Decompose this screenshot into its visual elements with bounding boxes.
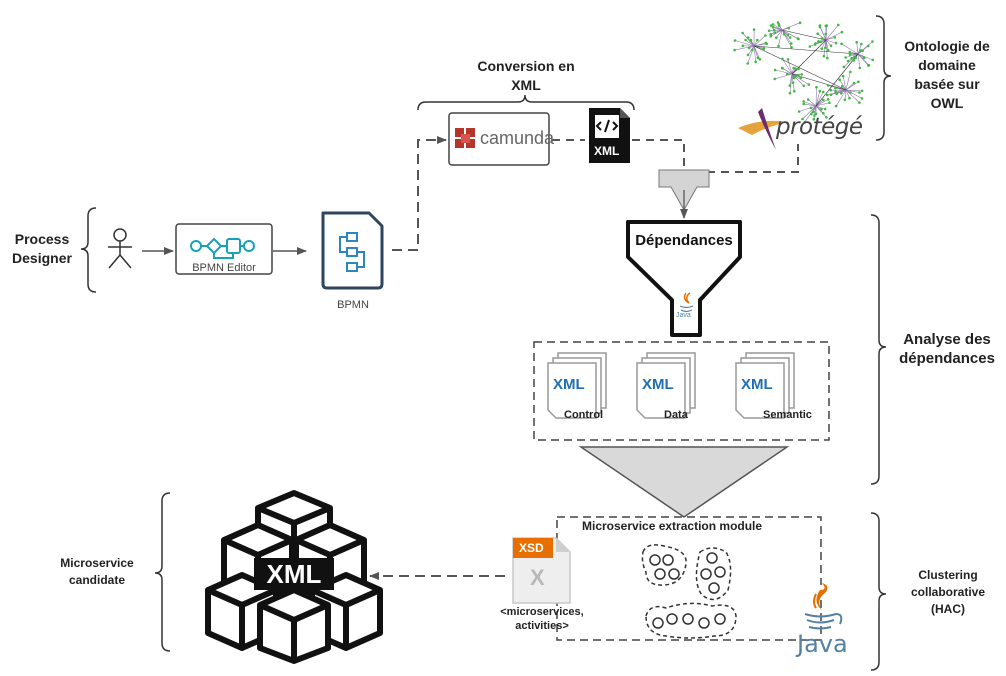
java-large-label: Java — [797, 630, 848, 658]
xml-file-label: XML — [594, 144, 620, 158]
xml-doc-control-badge: XML — [553, 376, 585, 393]
microservice-candidate-label: Microservice candidate — [60, 556, 134, 587]
ontology-label: Ontologie de domaine basée sur OWL — [904, 38, 990, 111]
camunda-logo-icon — [455, 128, 475, 148]
bpmn-label: BPMN — [337, 299, 369, 311]
xsd-x-label: X — [530, 565, 545, 590]
java-large-icon — [804, 583, 843, 630]
protege-ontology-image — [720, 8, 874, 150]
arrow-protege-funnel — [700, 143, 799, 173]
arrow-xml-funnel — [632, 139, 685, 170]
xsd-file-icon — [512, 537, 571, 604]
conversion-label: Conversion en XML — [477, 58, 575, 93]
process-designer-label: Process Designer — [12, 231, 72, 266]
xsd-caption: <microservices, activities> — [500, 606, 584, 632]
xml-candidate-badge — [254, 558, 334, 590]
brace-process-designer — [80, 207, 97, 293]
brace-conversion — [417, 94, 635, 111]
xsd-label: XSD — [519, 541, 544, 555]
xml-doc-control-icon — [547, 352, 607, 419]
bpmn-editor-box — [175, 223, 273, 275]
xml-doc-control-label: Control — [564, 409, 604, 421]
xml-doc-semantic-badge: XML — [741, 376, 773, 393]
dependances-funnel — [626, 220, 742, 337]
arrow-bpmn-camunda — [392, 136, 447, 251]
clustering-label: Clustering collaborative (HAC) — [910, 568, 986, 616]
bpmn-editor-label: BPMN Editor — [192, 262, 256, 274]
camunda-box — [448, 112, 550, 166]
xml-candidate-label: XML — [266, 559, 322, 589]
xml-docs-container — [533, 341, 830, 441]
xml-doc-semantic-label: Semantic — [763, 409, 812, 421]
brace-ontology — [875, 15, 892, 141]
brace-analyse — [870, 214, 887, 485]
dependances-label: Dépendances — [635, 232, 733, 249]
extraction-module-label: Microservice extraction module — [582, 519, 763, 533]
xml-doc-data-badge: XML — [642, 376, 674, 393]
cluster-graphic — [641, 544, 737, 639]
java-small-icon — [679, 292, 694, 313]
brace-microservice-candidate — [154, 492, 171, 652]
protege-label: protégé — [776, 114, 863, 140]
camunda-label: camunda — [480, 128, 555, 148]
analyse-label: Analyse des dépendances — [899, 331, 995, 367]
bpmn-editor-icon — [190, 237, 255, 259]
xml-doc-data-label: Data — [664, 409, 688, 421]
process-designer-icon — [108, 228, 132, 269]
aggregation-triangle — [578, 446, 790, 518]
xml-doc-data-icon — [636, 352, 696, 419]
xml-file-icon — [589, 108, 630, 163]
java-small-label: Java — [676, 312, 691, 319]
bpmn-file-icon — [321, 211, 384, 290]
xml-doc-semantic-icon — [735, 352, 795, 419]
brace-clustering — [870, 512, 887, 671]
